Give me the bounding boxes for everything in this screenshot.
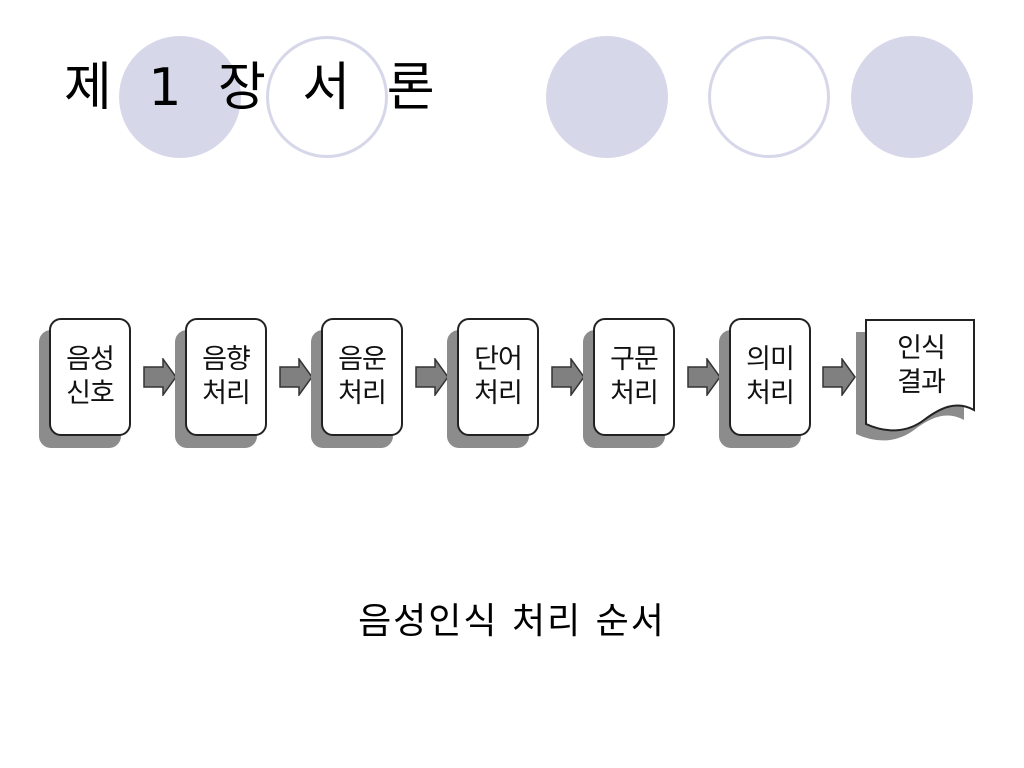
- step-frame: 단어 처리: [457, 318, 539, 436]
- step-label-line1: 구문: [610, 344, 659, 375]
- step-frame: 구문 처리: [593, 318, 675, 436]
- page-title: 제 1 장 서 론: [64, 58, 445, 118]
- arrow-icon-2: [279, 358, 313, 396]
- arrow-icon-4: [551, 358, 585, 396]
- step-frame: 의미 처리: [729, 318, 811, 436]
- arrow-icon-1: [143, 358, 177, 396]
- decorative-circle-3: [546, 36, 668, 158]
- step-label-line1: 단어: [474, 344, 523, 375]
- decorative-circle-4: [708, 36, 830, 158]
- step-box-6: 의미 처리: [719, 318, 811, 448]
- step-label-line2: 처리: [610, 378, 659, 409]
- step-frame: 음운 처리: [321, 318, 403, 436]
- step-label-line1: 음운: [338, 344, 387, 375]
- diagram-caption: 음성인식 처리 순서: [358, 601, 666, 642]
- step-label-line1: 음성: [66, 344, 115, 375]
- step-frame: 음성 신호: [49, 318, 131, 436]
- arrow-icon-6: [822, 358, 856, 396]
- result-label-line1: 인식: [897, 333, 946, 364]
- result-label-line2: 결과: [897, 367, 946, 398]
- step-label-line2: 신호: [66, 378, 115, 409]
- step-box-5: 구문 처리: [583, 318, 675, 448]
- document-shape: [856, 319, 975, 441]
- step-box-3: 음운 처리: [311, 318, 403, 448]
- step-label-line1: 음향: [202, 344, 251, 375]
- step-frame: 음향 처리: [185, 318, 267, 436]
- arrow-icon-3: [415, 358, 449, 396]
- decorative-circle-5: [851, 36, 973, 158]
- decorative-circle-1: [119, 36, 241, 158]
- arrow-icon-5: [687, 358, 721, 396]
- step-label-line1: 의미: [746, 344, 795, 375]
- step-box-1: 음성 신호: [39, 318, 131, 448]
- decorative-circle-2: [266, 36, 388, 158]
- step-box-2: 음향 처리: [175, 318, 267, 448]
- step-label-line2: 처리: [202, 378, 251, 409]
- step-label-line2: 처리: [338, 378, 387, 409]
- step-label-line2: 처리: [474, 378, 523, 409]
- result-document: 인식 결과: [856, 318, 978, 448]
- result-label: 인식 결과: [868, 332, 974, 400]
- step-box-4: 단어 처리: [447, 318, 539, 448]
- step-label-line2: 처리: [746, 378, 795, 409]
